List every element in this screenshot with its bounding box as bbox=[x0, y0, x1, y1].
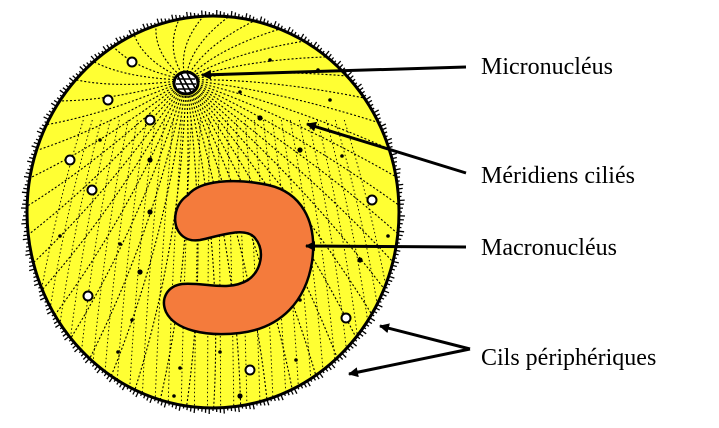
arrow-macronucleus bbox=[306, 246, 466, 247]
arrow-cils-lower bbox=[349, 349, 470, 374]
label-macronucleus: Macronucléus bbox=[481, 236, 617, 260]
micronucleus bbox=[174, 72, 198, 94]
label-micronucleus: Micronucléus bbox=[481, 55, 613, 79]
label-cils-peripheriques: Cils périphériques bbox=[481, 346, 656, 370]
arrow-cils-upper bbox=[380, 326, 470, 349]
label-meridiens-cilies: Méridiens ciliés bbox=[481, 164, 635, 188]
